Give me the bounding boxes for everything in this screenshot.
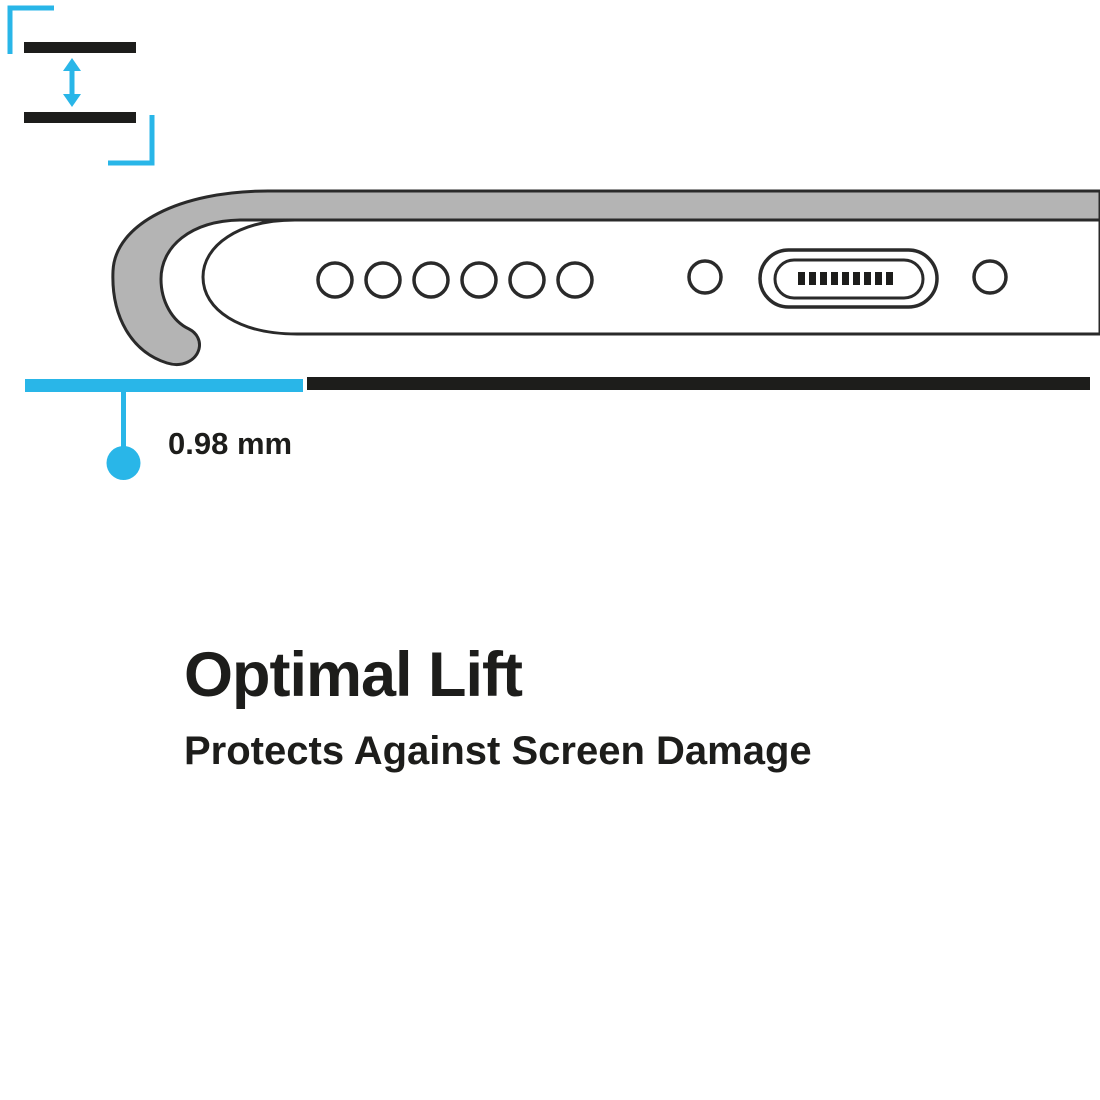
phone-illustration xyxy=(25,189,1100,480)
measurement-label: 0.98 mm xyxy=(168,426,293,461)
case-shell xyxy=(111,189,1100,366)
surface-line-dark xyxy=(307,377,1090,390)
speaker-hole xyxy=(508,261,546,299)
screw-hole xyxy=(972,259,1008,295)
speaker-hole xyxy=(412,261,450,299)
measurement-line xyxy=(121,392,126,450)
screen-line-top xyxy=(24,42,136,53)
speaker-hole xyxy=(316,261,354,299)
port-pins xyxy=(798,272,893,285)
measurement-dot xyxy=(106,446,141,480)
speaker-hole xyxy=(556,261,594,299)
bracket-top-left-icon xyxy=(7,5,54,54)
feature-subtitle: Protects Against Screen Damage xyxy=(184,729,812,773)
surface-line-accent xyxy=(25,379,303,392)
screen-line-bottom xyxy=(24,112,136,123)
mic-hole xyxy=(687,259,723,295)
bracket-bottom-right-icon xyxy=(108,115,155,166)
charging-port xyxy=(758,248,939,309)
lift-icon xyxy=(7,5,155,166)
feature-title: Optimal Lift xyxy=(184,640,523,710)
speaker-holes xyxy=(316,261,594,299)
speaker-hole xyxy=(460,261,498,299)
speaker-hole xyxy=(364,261,402,299)
lift-arrow-icon xyxy=(63,58,81,107)
